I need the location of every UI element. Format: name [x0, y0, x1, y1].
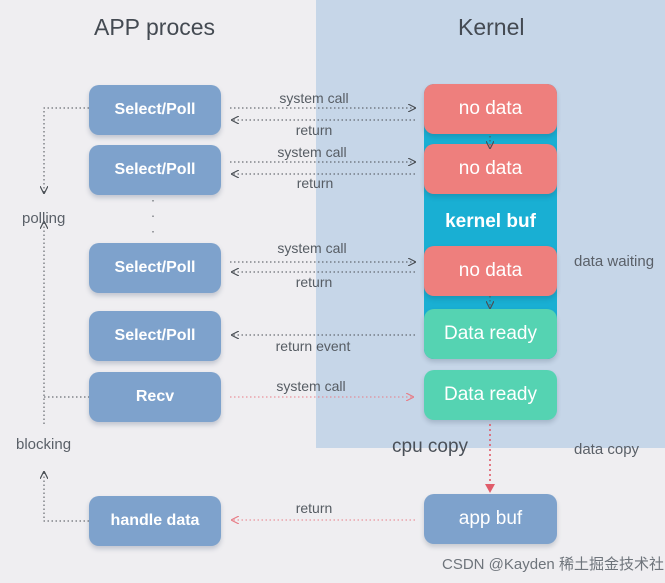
return-event-label: return event	[275, 338, 351, 354]
return-label-final: return	[295, 500, 333, 516]
data-ready-box-1: Data ready	[424, 309, 557, 359]
no-data-box-3: no data	[424, 246, 557, 296]
cpu-copy-label: cpu copy	[392, 436, 469, 457]
app-buf-box: app buf	[424, 494, 557, 544]
data-copy-label: data copy	[574, 441, 640, 458]
return-label-3: return	[295, 274, 333, 290]
handle-data-box: handle data	[89, 496, 221, 546]
select-poll-box-3: Select/Poll	[89, 243, 221, 293]
system-call-label-1: system call	[279, 90, 349, 106]
no-data-box-2: no data	[424, 144, 557, 194]
data-ready-box-2: Data ready	[424, 370, 557, 420]
system-call-label-3: system call	[277, 240, 347, 256]
kernel-buf-label: kernel buf	[445, 211, 536, 232]
system-call-label-4: system call	[276, 378, 346, 394]
select-poll-box-4: Select/Poll	[89, 311, 221, 361]
kernel-title: Kernel	[458, 14, 525, 40]
polling-label: polling	[22, 210, 66, 227]
return-label-2: return	[296, 175, 334, 191]
data-waiting-label: data waiting	[574, 253, 655, 270]
recv-box: Recv	[89, 372, 221, 422]
app-process-title: APP proces	[94, 14, 216, 40]
watermark: CSDN @Kayden 稀土掘金技术社区	[442, 556, 665, 573]
select-poll-box-1: Select/Poll	[89, 85, 221, 135]
system-call-label-2: system call	[277, 144, 347, 160]
select-poll-box-2: Select/Poll	[89, 145, 221, 195]
blocking-label: blocking	[16, 436, 72, 453]
no-data-box-1: no data	[424, 84, 557, 134]
return-label-1: return	[295, 122, 333, 138]
